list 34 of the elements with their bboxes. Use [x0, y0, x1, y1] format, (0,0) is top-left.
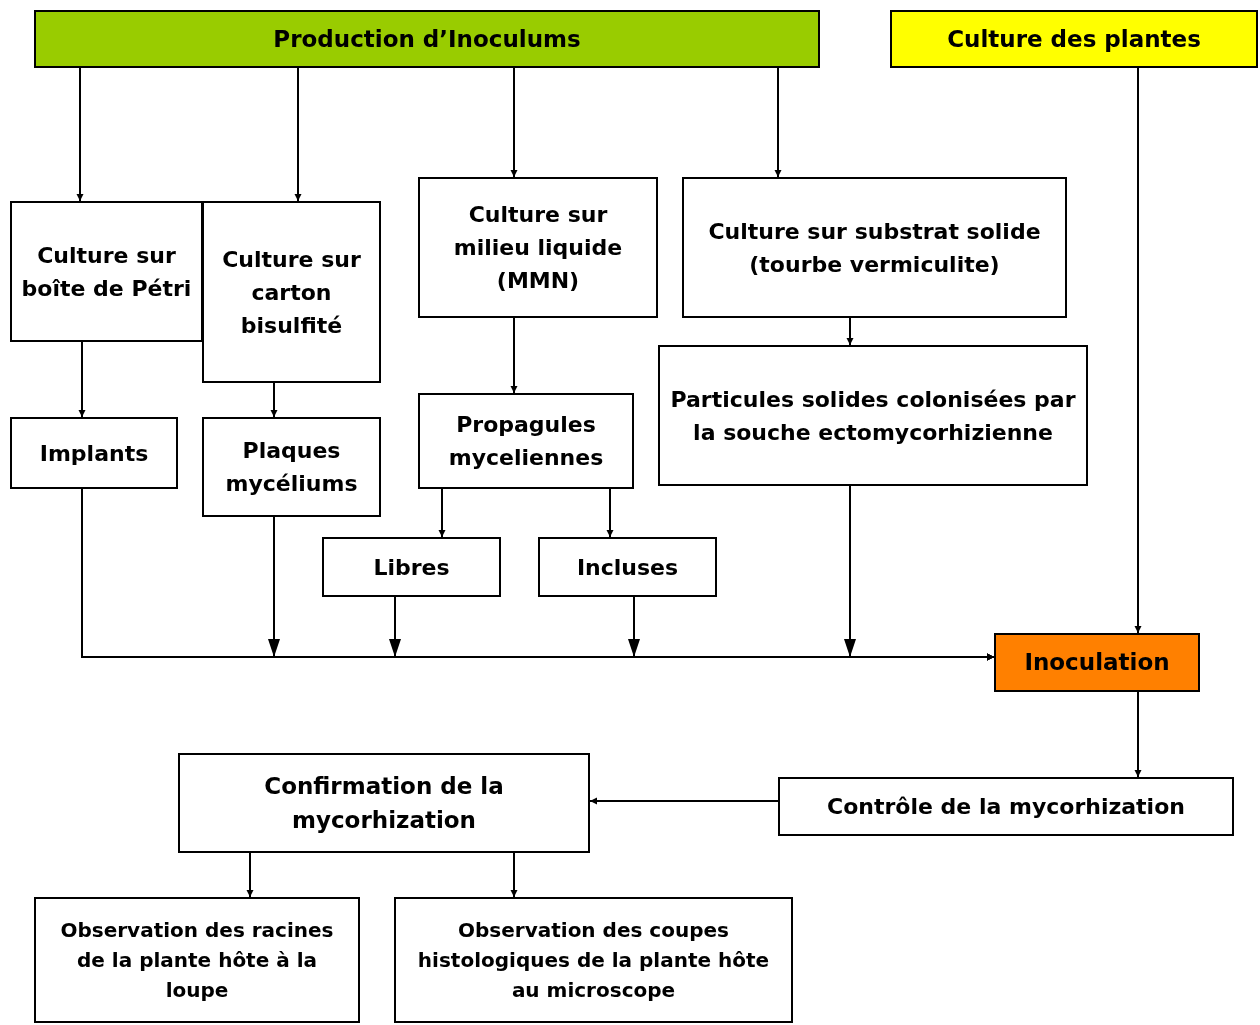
process-box — [202, 417, 381, 517]
process-box — [994, 633, 1200, 692]
process-box — [10, 201, 203, 342]
box-label: Observation des coupes histologiques de la plante hôte au microscope — [416, 917, 771, 1004]
process-box — [322, 537, 501, 597]
box-label: Propagules myceliennes — [447, 411, 605, 472]
process-box — [394, 897, 793, 1023]
box-label: Culture sur milieu liquide (MMN) — [452, 201, 624, 295]
box-label: Inoculation — [1024, 648, 1170, 678]
box-label: Culture sur substrat solide (tourbe vermiculite) — [707, 217, 1042, 279]
process-box — [658, 345, 1088, 486]
box-label: Confirmation de la mycorhization — [263, 771, 505, 835]
box-label: Incluses — [576, 553, 679, 582]
process-box — [34, 10, 820, 68]
box-label: Production d’Inoculums — [273, 24, 581, 54]
process-box — [418, 177, 658, 318]
process-box — [10, 417, 178, 489]
box-label: Observation des racines de la plante hôte à la loupe — [59, 917, 335, 1004]
process-box — [202, 201, 381, 383]
box-label: Culture des plantes — [947, 24, 1201, 54]
box-label: Libres — [373, 553, 450, 582]
process-box — [682, 177, 1067, 318]
process-box — [178, 753, 590, 853]
process-box — [890, 10, 1258, 68]
process-box — [418, 393, 634, 489]
box-label: Culture sur carton bisulfité — [221, 245, 362, 340]
box-label: Culture sur boîte de Pétri — [20, 241, 193, 303]
box-label: Implants — [39, 439, 149, 468]
process-box — [538, 537, 717, 597]
process-box — [34, 897, 360, 1023]
process-box — [778, 777, 1234, 836]
box-label: Contrôle de la mycorhization — [827, 793, 1185, 821]
box-label: Particules solides colonisées par la souche ectomycorhizienne — [669, 385, 1077, 447]
box-label: Plaques mycéliums — [224, 437, 359, 498]
